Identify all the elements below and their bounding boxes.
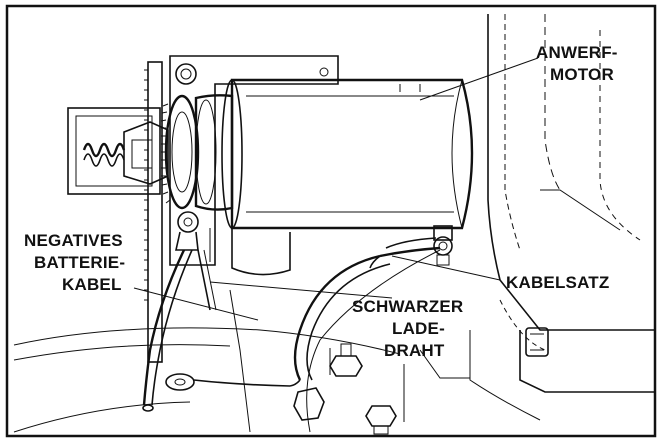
stud-nut: [329, 343, 363, 377]
label-black-charge-wire: SCHWARZER LADE- DRAHT: [352, 297, 463, 360]
motor-terminal-post: [433, 225, 453, 266]
label-starter-motor-line2: MOTOR: [550, 65, 614, 84]
starter-motor-body: [221, 78, 474, 230]
engine-panel: [419, 14, 655, 421]
ring-gear: [144, 61, 163, 363]
drive-spring: [82, 142, 126, 167]
label-negative-battery-cable: NEGATIVES BATTERIE- KABEL: [24, 231, 125, 294]
battery-cable: [306, 249, 441, 433]
motor-end-housing: [194, 94, 234, 211]
label-charge-wire-line2: LADE-: [392, 319, 445, 338]
label-starter-motor-line1: ANWERF-: [536, 43, 618, 62]
lower-bolt: [365, 405, 397, 435]
label-negative-cable-line1: NEGATIVES: [24, 231, 123, 250]
charge-wire: [165, 254, 391, 391]
leader-lines: [133, 57, 539, 422]
label-starter-motor: ANWERF- MOTOR: [536, 43, 618, 84]
label-wiring-harness-line1: KABELSATZ: [506, 273, 609, 292]
motor-gear-ring: [160, 94, 200, 210]
mounting-plate: [169, 55, 339, 266]
cable-clamp-bolt: [175, 211, 199, 251]
lower-bracket: [209, 228, 291, 276]
label-charge-wire-line3: DRAHT: [384, 341, 445, 360]
label-wiring-harness: KABELSATZ: [506, 273, 609, 292]
diagram-frame: [5, 4, 657, 438]
engine-base: [13, 289, 401, 433]
solenoid-housing: [67, 107, 161, 195]
label-negative-cable-line2: BATTERIE-: [34, 253, 125, 272]
label-negative-cable-line3: KABEL: [62, 275, 122, 294]
negative-cable: [142, 249, 217, 412]
label-charge-wire-line1: SCHWARZER: [352, 297, 463, 316]
panel-bolt: [525, 327, 549, 357]
wiring-harness: [369, 237, 441, 269]
lower-left-nut: [293, 387, 325, 421]
